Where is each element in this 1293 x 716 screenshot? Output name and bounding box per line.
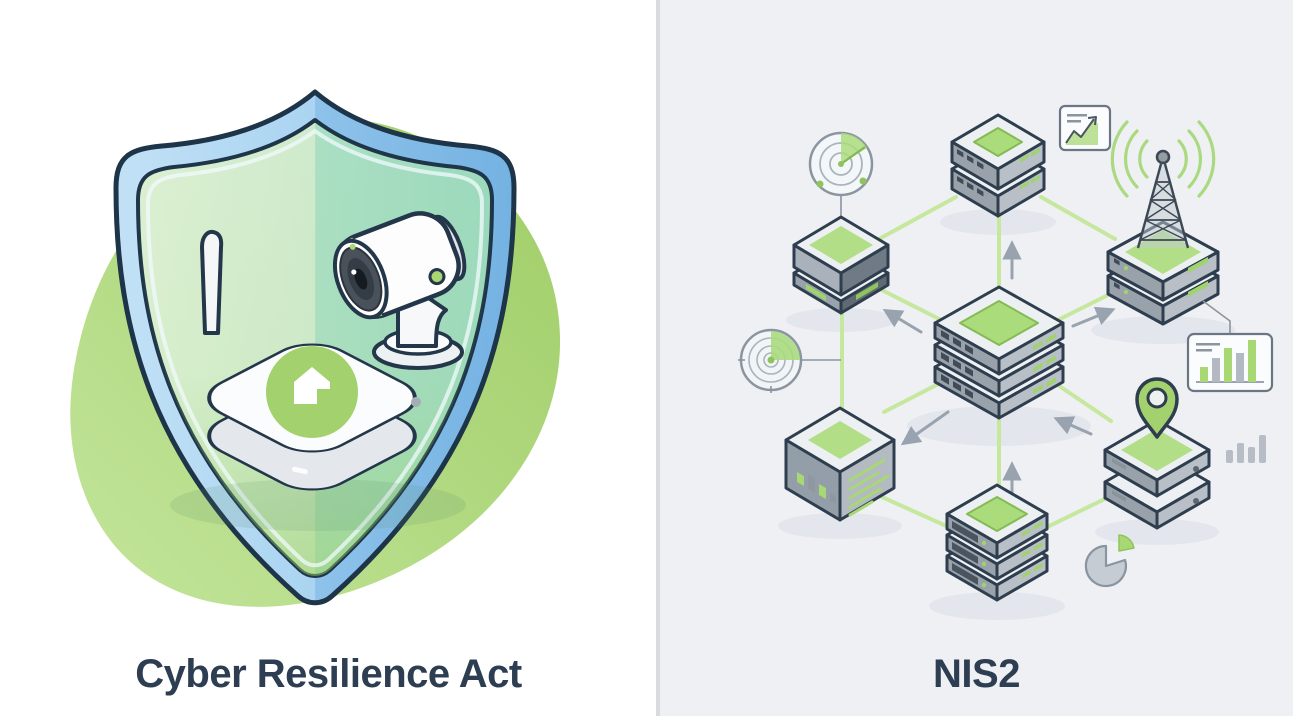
- server-node-bottom: [945, 483, 1049, 602]
- camera-status-dot: [349, 243, 356, 250]
- router-shadow: [170, 479, 466, 531]
- panel-cyber-resilience-act: Cyber Resilience Act: [70, 89, 561, 696]
- smart-home-icon: [294, 367, 330, 404]
- server-node-top: [950, 113, 1046, 218]
- cube-node-bottom-left: [784, 406, 896, 522]
- signal-waves-icon: [1110, 120, 1216, 198]
- mini-bars-icon: [797, 472, 836, 505]
- camera-side-dot: [428, 268, 446, 286]
- camera-lens-core: [354, 268, 368, 290]
- radar-icon-top: [808, 131, 874, 227]
- router-antenna: [200, 229, 224, 335]
- router-front-slot: [292, 466, 308, 475]
- central-server-node: [933, 285, 1065, 420]
- camera-stand: [372, 286, 464, 370]
- shield-inner-highlight: [145, 128, 485, 568]
- network-diagram: [738, 104, 1274, 620]
- right-panel-title: NIS2: [933, 652, 1020, 696]
- signal-bars-icon: [1226, 435, 1266, 463]
- camera-lens-highlight: [351, 269, 357, 275]
- antenna-server-node: [1106, 120, 1220, 326]
- location-pin-icon: [1135, 377, 1179, 439]
- router-port-dot: [411, 397, 421, 407]
- box-node-top-left: [792, 215, 890, 315]
- radar-icon-left: [738, 328, 841, 393]
- pin-server-node: [1103, 377, 1211, 530]
- security-camera: [332, 211, 467, 325]
- left-panel-title: Cyber Resilience Act: [135, 652, 522, 696]
- bar-chart-icon: [1186, 300, 1274, 393]
- router: [200, 229, 421, 491]
- line-chart-icon: [1058, 104, 1112, 152]
- panel-nis2: NIS2: [660, 0, 1293, 716]
- log-lines-icon: [848, 458, 890, 517]
- antenna-tower-icon: [1136, 149, 1190, 249]
- pie-chart-icon: [1084, 534, 1135, 588]
- panel-divider: [656, 0, 660, 716]
- shield-illustration: [70, 89, 561, 607]
